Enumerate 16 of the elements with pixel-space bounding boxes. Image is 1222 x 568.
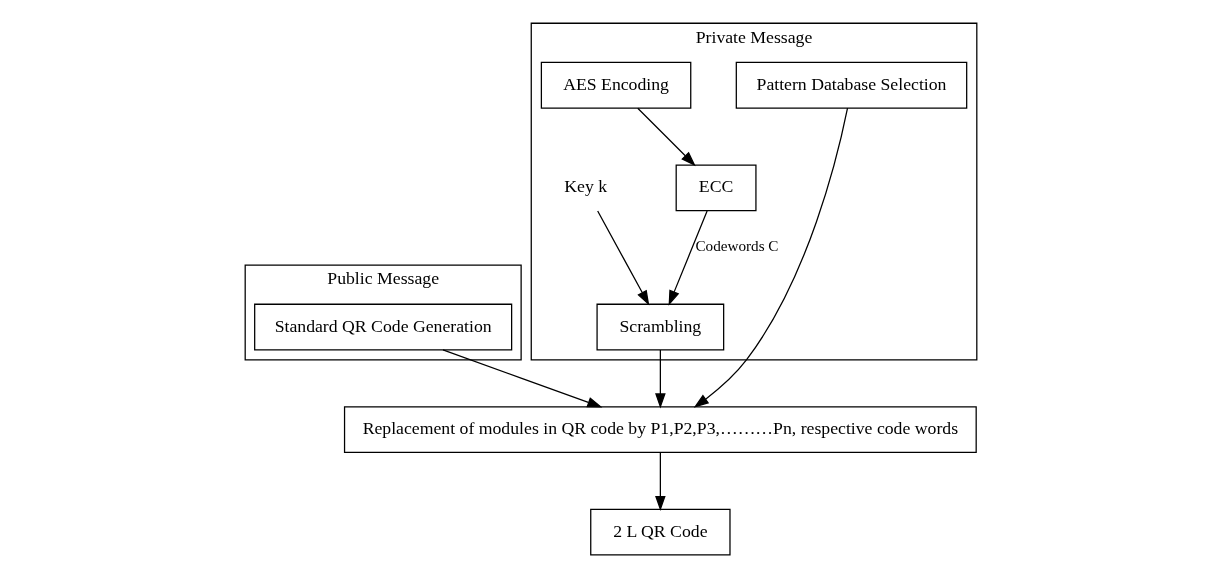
arrow [655,451,666,512]
node-box: 2 L QR Code [590,508,731,556]
node-box: ECC [675,164,757,212]
arrow [597,210,650,306]
node-box: Standard QR Code Generation [254,303,513,351]
arrow [637,107,696,167]
arrow [442,349,603,408]
node-box: AES Encoding [540,61,692,109]
arrow [655,349,666,409]
arrow [693,107,849,408]
arrow [668,210,708,306]
node-box: Pattern Database Selection [735,61,968,109]
edge-label: Codewords C [695,236,779,254]
node-text: Key k [564,176,608,197]
node-box: Replacement of modules in QR code by P1,P2,P3,………Pn, respective code words [343,406,977,453]
node-box: Scrambling [596,303,725,351]
